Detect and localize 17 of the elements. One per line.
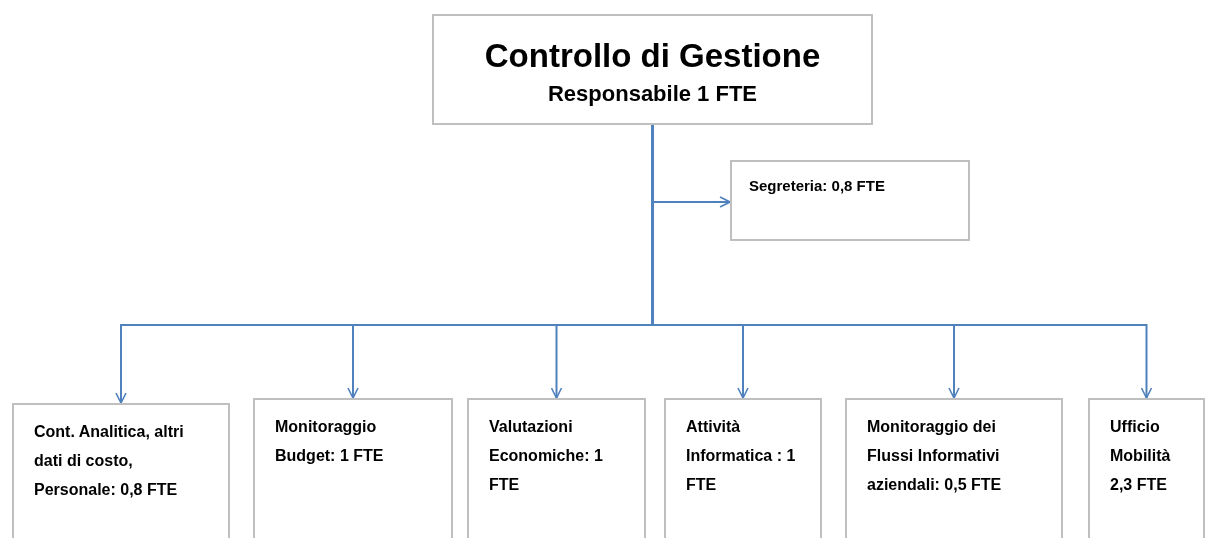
unit-text: Segreteria: 0,8 FTE: [749, 176, 886, 196]
unit-box: [1088, 398, 1205, 538]
unit-box: [467, 398, 646, 538]
unit-box: [664, 398, 822, 538]
unit-text: Monitoraggio Budget: 1 FTE: [275, 417, 385, 466]
unit-box: [730, 160, 970, 241]
unit-text: Attività Informatica : 1 FTE: [686, 417, 797, 495]
unit-text: Monitoraggio dei Flussi Informativi aziendali: 0,5 FTE: [867, 417, 1003, 495]
unit-text: Ufficio Mobilità 2,3 FTE: [1110, 417, 1172, 495]
unit-box: [845, 398, 1063, 538]
title-text: Controllo di Gestione: [484, 36, 821, 76]
unit-text: Cont. Analitica, altri dati di costo, Personale: 0,8 FTE: [34, 422, 185, 500]
unit-text: Valutazioni Economiche: 1 FTE: [489, 417, 604, 495]
head-box: [432, 14, 873, 125]
subtitle-text: Responsabile 1 FTE: [547, 80, 758, 108]
unit-box: [12, 403, 230, 538]
unit-box: [253, 398, 453, 538]
